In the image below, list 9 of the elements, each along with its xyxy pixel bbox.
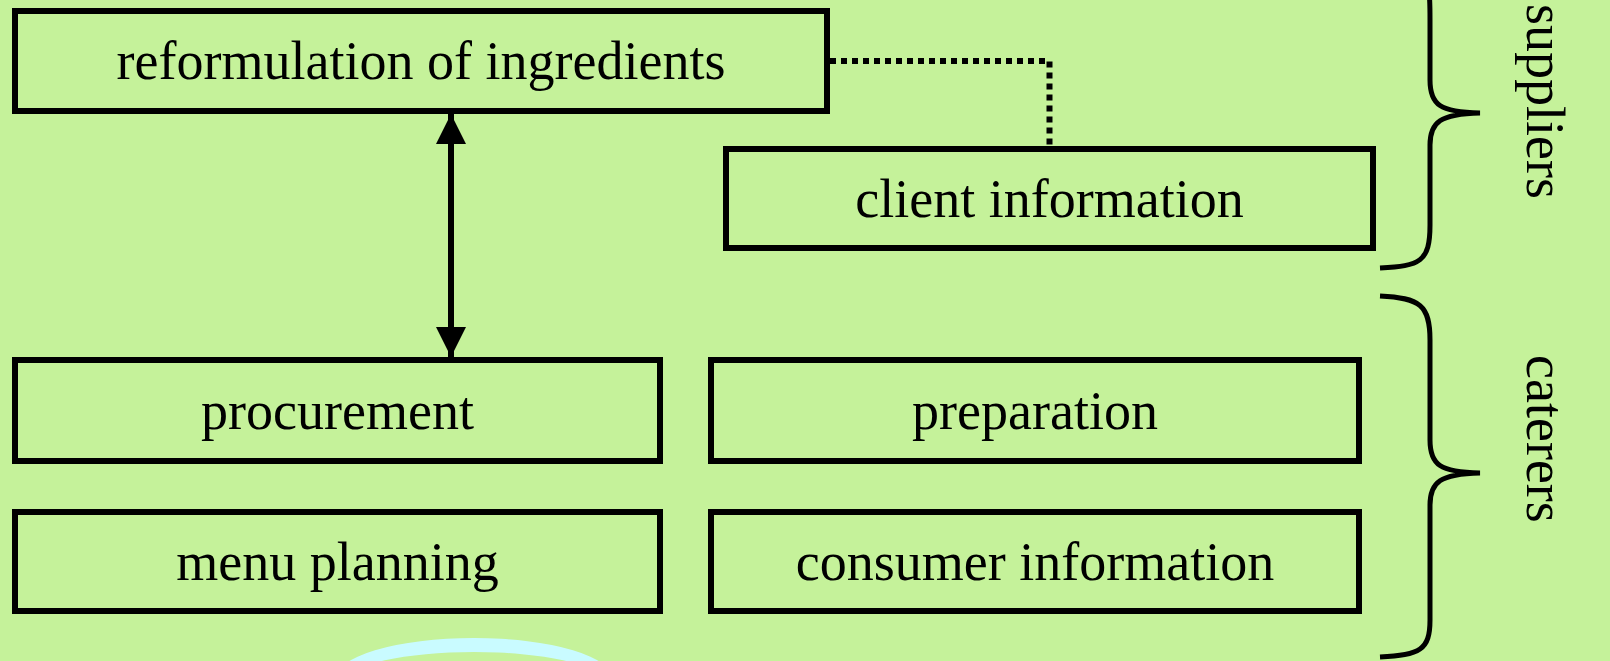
process-box: menu planning [12,509,663,614]
process-box: reformulation of ingredients [12,8,830,114]
process-box: procurement [12,357,663,464]
process-box: preparation [708,357,1362,464]
process-box: consumer information [708,509,1362,614]
group-label: caterers [1518,355,1572,523]
arrow [436,114,466,357]
dotted-connector [830,58,1053,146]
process-box: client information [723,146,1376,251]
